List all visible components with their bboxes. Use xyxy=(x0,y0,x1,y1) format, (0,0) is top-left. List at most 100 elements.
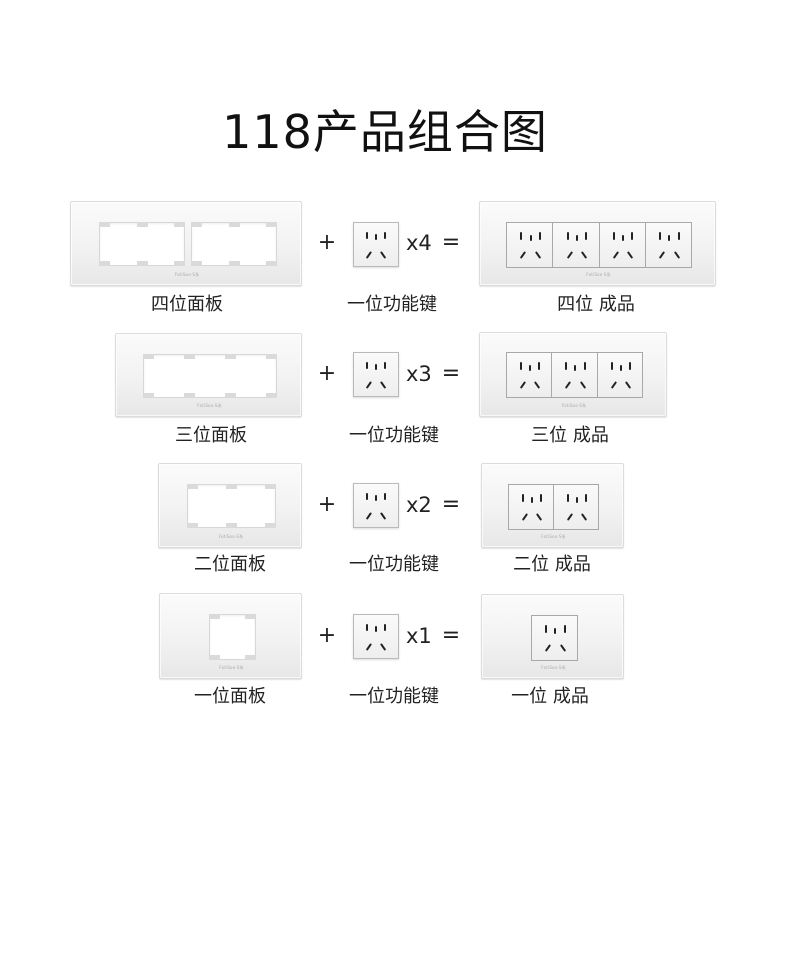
mounting-notch xyxy=(174,261,185,266)
socket-pin xyxy=(565,381,572,390)
mounting-notch xyxy=(99,261,110,266)
socket-pin xyxy=(627,251,634,260)
equals-sign: = xyxy=(441,492,461,517)
panel-opening xyxy=(209,614,256,660)
mounting-notch xyxy=(99,222,110,227)
finished-product-2: FotiSoo·S系 xyxy=(481,463,624,548)
mounting-notch xyxy=(225,393,236,398)
five-hole-socket-icon xyxy=(354,484,398,527)
installed-keys xyxy=(506,352,643,398)
socket-pin xyxy=(610,381,617,390)
mounting-notch xyxy=(191,261,202,266)
socket-pin xyxy=(534,251,541,260)
key-label: 一位功能键 xyxy=(349,686,439,707)
five-hole-socket-icon xyxy=(354,353,398,396)
brand-logo: FotiSoo·S系 xyxy=(174,272,200,277)
mounting-notch xyxy=(184,354,195,359)
installed-key xyxy=(506,222,554,268)
socket-pin xyxy=(545,644,552,653)
result-label: 三位 成品 xyxy=(531,425,609,446)
socket-pin xyxy=(622,234,625,241)
mounting-notch xyxy=(184,393,195,398)
five-hole-socket-icon xyxy=(554,485,600,529)
socket-pin xyxy=(366,380,373,389)
mounting-notch xyxy=(245,614,256,619)
mounting-notch xyxy=(136,261,148,266)
socket-pin xyxy=(529,234,532,241)
socket-pin xyxy=(566,251,573,260)
socket-pin xyxy=(366,642,373,651)
panel-opening xyxy=(191,222,277,266)
five-hole-socket-icon xyxy=(553,223,600,267)
panel-label: 一位面板 xyxy=(194,686,266,707)
installed-key xyxy=(508,484,554,530)
socket-pin xyxy=(379,380,386,389)
mounting-notch xyxy=(191,222,202,227)
installed-key xyxy=(552,222,600,268)
five-hole-socket-icon xyxy=(354,223,398,266)
socket-pin xyxy=(565,361,568,370)
key-label: 一位功能键 xyxy=(349,425,439,446)
key-multiplier: x4 xyxy=(406,231,432,255)
socket-pin xyxy=(659,251,666,260)
socket-pin xyxy=(375,495,378,502)
socket-pin xyxy=(579,381,586,390)
equals-sign: = xyxy=(441,361,461,386)
socket-pin xyxy=(677,231,680,240)
socket-pin xyxy=(628,361,631,370)
socket-pin xyxy=(673,251,680,260)
socket-pin xyxy=(366,623,369,632)
socket-pin xyxy=(583,361,586,370)
socket-pin xyxy=(566,513,574,522)
socket-pin xyxy=(520,361,523,370)
socket-pin xyxy=(379,642,386,651)
socket-pin xyxy=(659,231,662,240)
socket-pin xyxy=(567,493,569,502)
mounting-notch xyxy=(245,655,256,660)
brand-logo: FotiSoo·S系 xyxy=(541,665,566,670)
mounting-notch xyxy=(265,523,276,528)
five-hole-socket-icon xyxy=(532,616,579,660)
mounting-notch xyxy=(228,261,240,266)
result-label: 一位 成品 xyxy=(511,686,589,707)
socket-pin xyxy=(383,231,386,240)
mounting-notch xyxy=(187,484,198,489)
socket-pin xyxy=(366,231,369,240)
socket-pin xyxy=(383,623,386,632)
finished-product-3: FotiSoo·S系 xyxy=(479,332,667,417)
mounting-notch xyxy=(265,484,276,489)
socket-pin xyxy=(375,364,378,371)
brand-logo: FotiSoo·S系 xyxy=(561,403,587,408)
function-key xyxy=(353,614,399,659)
mounting-notch xyxy=(266,393,277,398)
mounting-notch xyxy=(228,222,240,227)
result-label: 四位 成品 xyxy=(557,294,635,315)
key-multiplier: x2 xyxy=(406,493,432,517)
brand-logo: FotiSoo·S系 xyxy=(197,403,222,408)
frame-panel-1: FotiSoo·S系 xyxy=(159,593,302,679)
socket-pin xyxy=(668,234,671,241)
socket-pin xyxy=(585,231,588,240)
panel-label: 四位面板 xyxy=(151,294,223,315)
installed-key xyxy=(506,352,553,398)
installed-keys xyxy=(508,484,599,530)
socket-pin xyxy=(538,231,541,240)
socket-pin xyxy=(624,381,631,390)
mounting-notch xyxy=(143,393,154,398)
brand-logo: FotiSoo·S系 xyxy=(541,534,566,539)
socket-pin xyxy=(375,234,378,241)
brand-logo: FotiSoo·S系 xyxy=(586,272,611,277)
plus-sign: + xyxy=(317,492,337,517)
installed-key xyxy=(551,352,598,398)
socket-pin xyxy=(566,231,569,240)
socket-pin xyxy=(520,381,527,390)
socket-pin xyxy=(531,496,533,503)
plus-sign: + xyxy=(317,361,337,386)
function-key xyxy=(353,352,399,397)
function-key xyxy=(353,222,399,267)
socket-pin xyxy=(366,492,369,501)
panel-opening xyxy=(187,484,276,528)
socket-pin xyxy=(522,493,524,502)
mounting-notch xyxy=(266,222,277,227)
five-hole-socket-icon xyxy=(507,353,553,397)
